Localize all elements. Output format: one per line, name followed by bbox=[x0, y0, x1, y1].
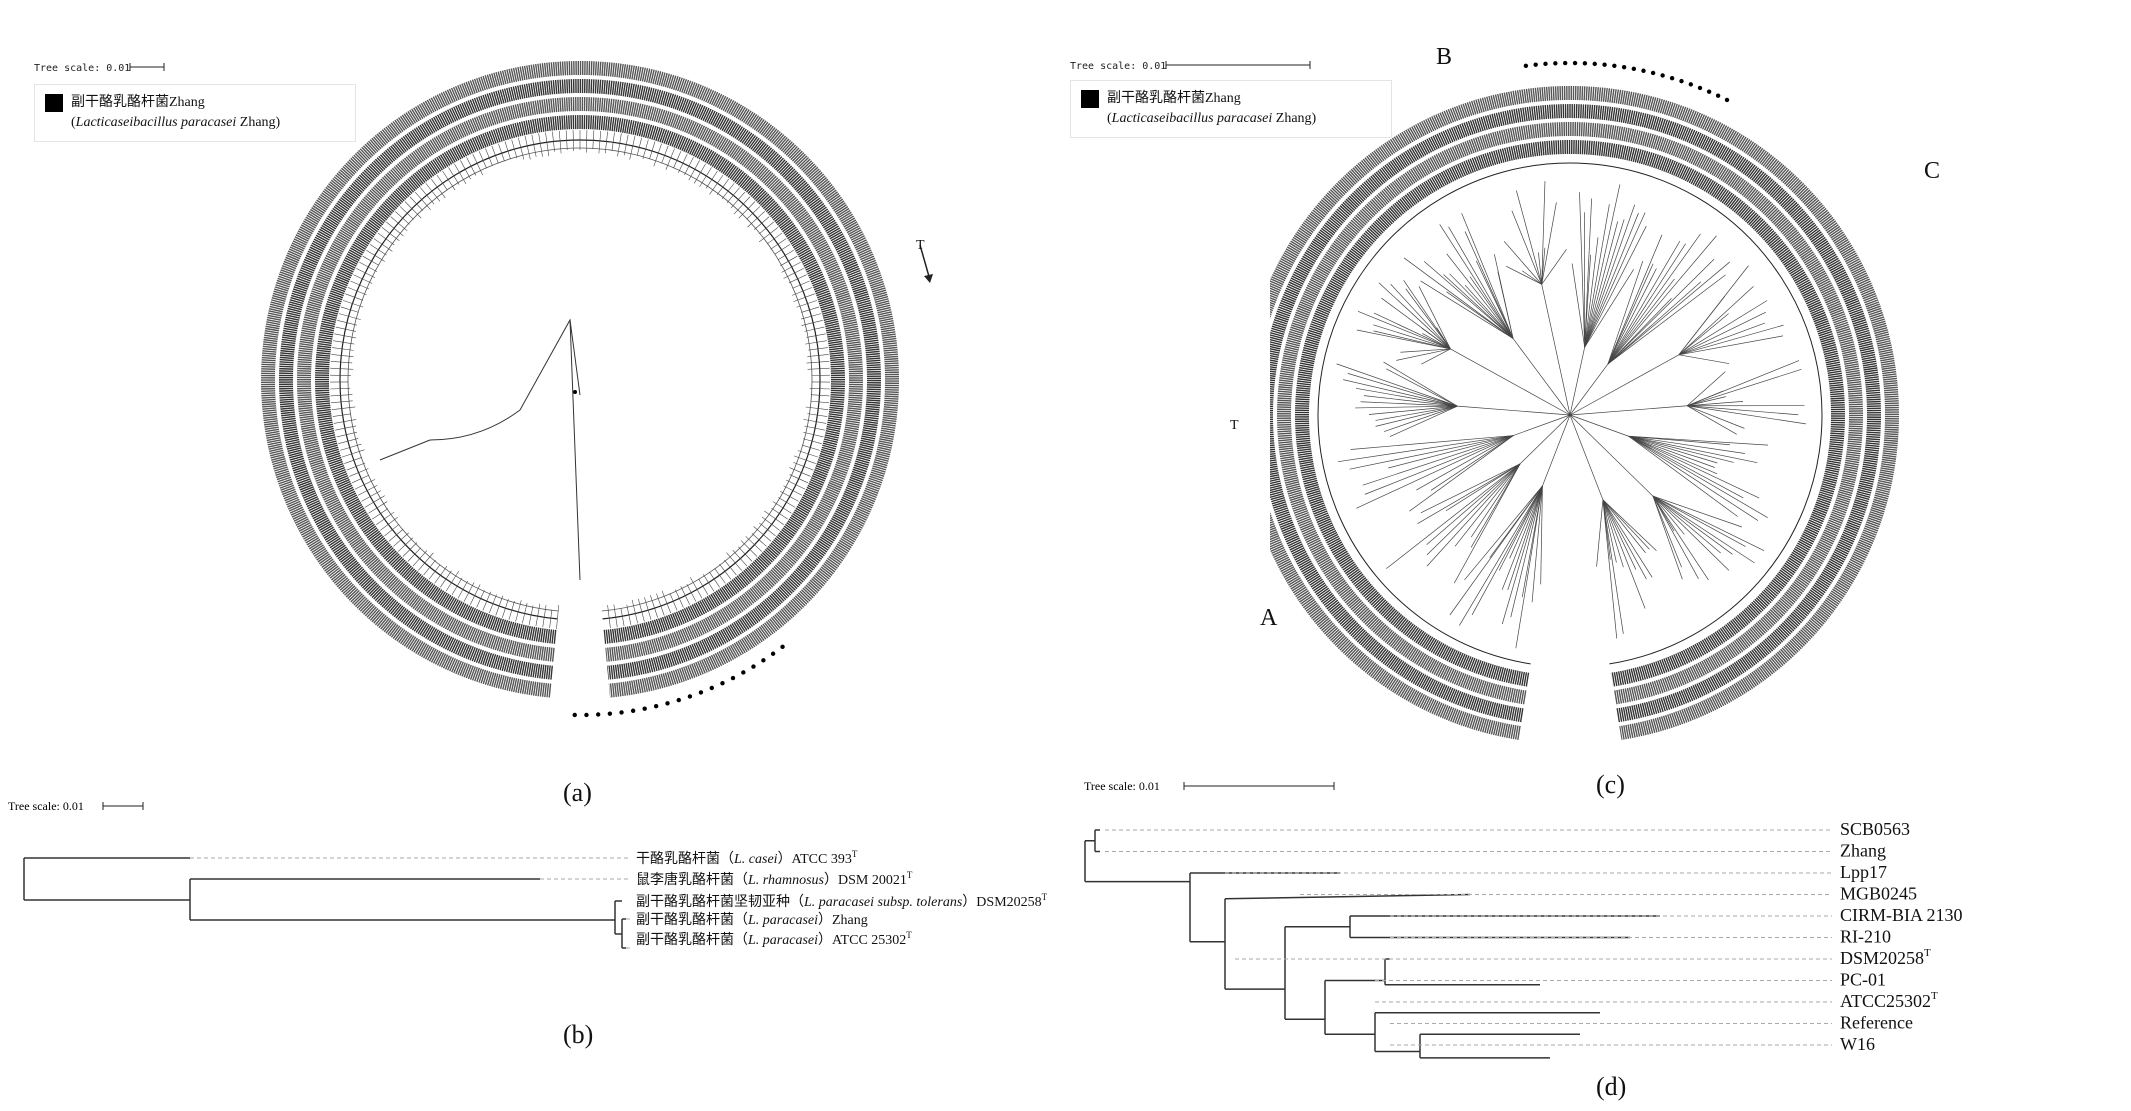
legend-c: 副干酪乳酪杆菌Zhang (Lacticaseibacillus paracas… bbox=[1070, 80, 1392, 138]
label-ring-c-0 bbox=[1295, 139, 1845, 687]
leaf-label-d-9: Reference bbox=[1840, 1013, 1913, 1033]
label-ring-a-2 bbox=[279, 79, 881, 680]
panel-a: Tree scale: 0.01 副干酪乳酪杆菌Zhang (Lacticase… bbox=[0, 0, 1050, 810]
caption-a: (a) bbox=[563, 778, 592, 807]
leaf-label-d-8: ATCC25302T bbox=[1840, 990, 1938, 1011]
tree-scale-label-a: Tree scale: 0.01 bbox=[34, 63, 130, 74]
leaf-b-3: 副干酪乳酪杆菌（L. paracasei）Zhang bbox=[636, 912, 868, 928]
rectangular-tree-b: 干酪乳酪杆菌（L. casei）ATCC 393T 鼠李唐乳酪杆菌（L. rha… bbox=[23, 849, 1048, 949]
tree-branches-c bbox=[1336, 181, 1806, 649]
long-branches-a bbox=[379, 318, 581, 581]
leaf-b-2: 副干酪乳酪杆菌坚韧亚种（L. paracasei subsp. tolerans… bbox=[636, 892, 1048, 910]
leaf-label-d-3: MGB0245 bbox=[1840, 884, 1917, 904]
caption-c: (c) bbox=[1596, 770, 1625, 799]
circular-tree-c bbox=[1270, 60, 1899, 740]
tree-scale-c: Tree scale: 0.01 bbox=[1070, 61, 1311, 72]
tree-leader-lines-d bbox=[1105, 829, 1832, 1046]
leaf-label-d-4: CIRM-BIA 2130 bbox=[1840, 905, 1963, 925]
label-ring-a-1 bbox=[297, 97, 863, 662]
legend-label-a: 副干酪乳酪杆菌Zhang bbox=[71, 95, 205, 110]
leaf-b-0: 干酪乳酪杆菌（L. casei）ATCC 393T bbox=[636, 849, 858, 867]
leaf-label-d-5: RI-210 bbox=[1840, 927, 1891, 947]
leaf-b-1: 鼠李唐乳酪杆菌（L. rhamnosus）DSM 20021T bbox=[636, 870, 913, 888]
leaf-label-d-6: DSM20258T bbox=[1840, 947, 1931, 968]
clade-label-a: A bbox=[1260, 605, 1278, 631]
legend-swatch-a bbox=[45, 93, 63, 112]
leaf-label-d-0: SCB0563 bbox=[1840, 819, 1910, 839]
legend-strain-c: Zhang bbox=[1275, 111, 1312, 126]
leaf-b-4: 副干酪乳酪杆菌（L. paracasei）ATCC 25302T bbox=[636, 930, 912, 948]
marker-arrow-a bbox=[919, 244, 931, 281]
leaf-label-d-10: W16 bbox=[1840, 1034, 1875, 1054]
label-ring-a-3 bbox=[261, 60, 899, 698]
leaf-label-d-2: Lpp17 bbox=[1840, 862, 1887, 882]
label-ring-c-2 bbox=[1270, 104, 1881, 723]
legend-strain-a: Zhang bbox=[239, 115, 276, 130]
legend-latin-a: Lacticaseibacillus paracasei bbox=[75, 115, 237, 130]
tree-scale-label-b: Tree scale: 0.01 bbox=[8, 799, 84, 813]
caption-b: (b) bbox=[563, 1020, 594, 1049]
legend-swatch-c bbox=[1081, 89, 1099, 108]
circular-tree-a bbox=[261, 60, 933, 718]
label-ring-c-1 bbox=[1277, 122, 1863, 705]
leaf-label-d-1: Zhang bbox=[1840, 841, 1886, 861]
marker-t-c: T bbox=[1230, 418, 1239, 433]
tree-scale-b: Tree scale: 0.01 bbox=[8, 799, 144, 813]
tree-scale-label-d: Tree scale: 0.01 bbox=[1084, 779, 1160, 793]
tree-scale-d: Tree scale: 0.01 bbox=[1084, 779, 1335, 793]
panel-c: Tree scale: 0.01 副干酪乳酪杆菌Zhang (Lacticase… bbox=[1060, 0, 2131, 800]
backbone-arc-c bbox=[1317, 162, 1823, 665]
clade-label-c: C bbox=[1924, 158, 1941, 184]
tree-branches-a bbox=[330, 130, 830, 629]
panel-b: Tree scale: 0.01 干酪乳酪杆菌（L. casei）ATC bbox=[0, 790, 1100, 1110]
legend-a: 副干酪乳酪杆菌Zhang (Lacticaseibacillus paracas… bbox=[34, 84, 356, 142]
root-dot-a bbox=[573, 390, 577, 394]
label-ring-c-3 bbox=[1270, 86, 1899, 740]
label-ring-a-0 bbox=[315, 115, 845, 644]
legend-latin-c: Lacticaseibacillus paracasei bbox=[1111, 111, 1273, 126]
dotted-arc-c bbox=[1523, 60, 1730, 103]
dotted-arc-a bbox=[572, 644, 785, 718]
leaf-label-d-7: PC-01 bbox=[1840, 970, 1886, 990]
marker-t-a: T bbox=[916, 238, 925, 253]
tree-scale-label-c: Tree scale: 0.01 bbox=[1070, 61, 1166, 72]
marker-arrowhead-a bbox=[924, 274, 933, 283]
tree-scale-a: Tree scale: 0.01 bbox=[34, 63, 165, 74]
backbone-arc-a bbox=[339, 139, 821, 620]
caption-d: (d) bbox=[1596, 1072, 1627, 1101]
legend-label-c: 副干酪乳酪杆菌Zhang bbox=[1107, 91, 1241, 106]
clade-label-b: B bbox=[1436, 44, 1453, 70]
